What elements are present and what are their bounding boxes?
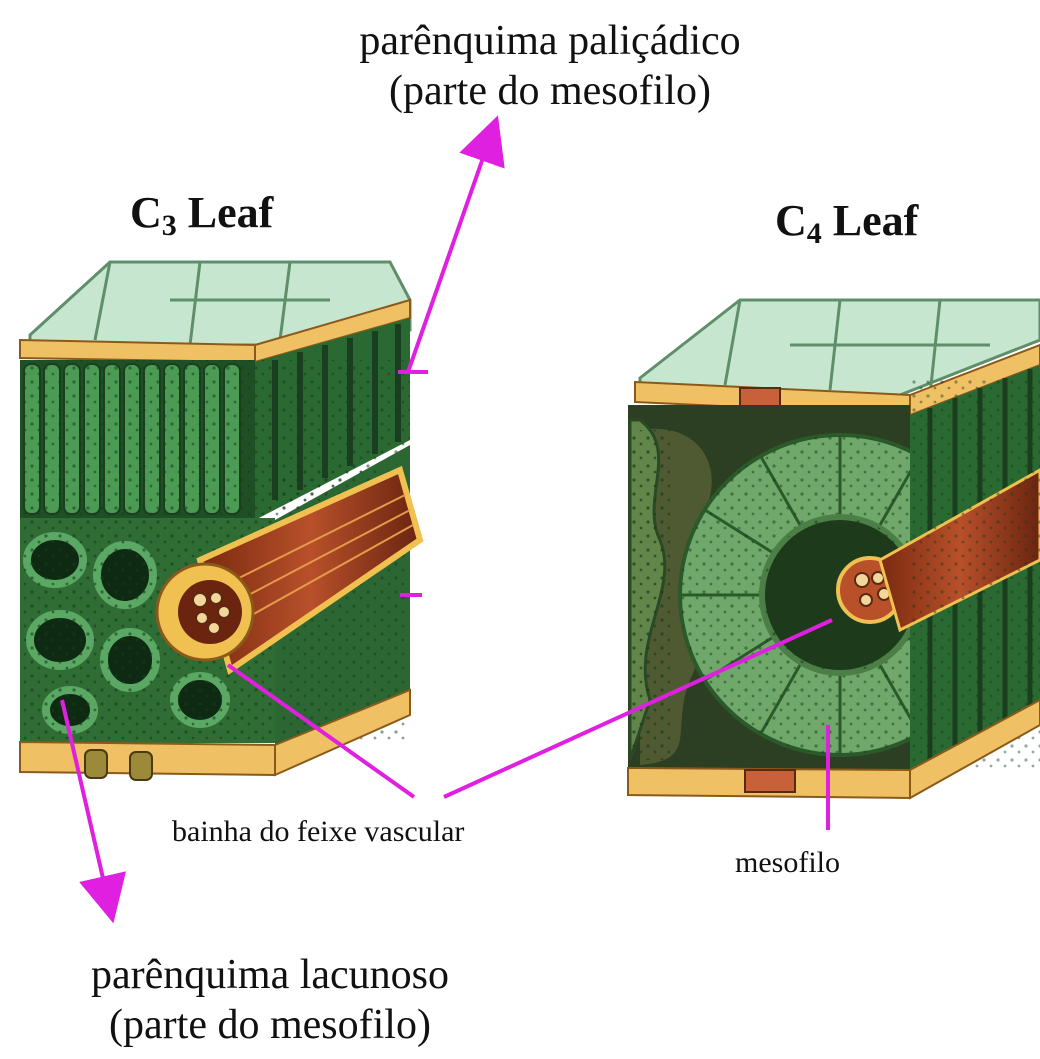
c4-leaf-title: C4 Leaf (775, 196, 918, 259)
c3-title-subscript: 3 (162, 209, 177, 242)
palisade-label-line2: (parte do mesofilo) (300, 66, 800, 116)
palisade-pointer (408, 138, 490, 372)
c3-title-word: Leaf (177, 188, 274, 237)
c4-title-subscript: 4 (807, 217, 822, 250)
spongy-label-line2: (parte do mesofilo) (40, 1000, 500, 1050)
palisade-label: parênquima paliçádico (parte do mesofilo… (300, 16, 800, 116)
bundle-sheath-label: bainha do feixe vascular (172, 815, 464, 849)
mesophyll-label: mesofilo (735, 846, 840, 880)
c4-title-letter: C (775, 196, 807, 245)
c4-leaf-block (628, 300, 1040, 798)
spongy-label: parênquima lacunoso (parte do mesofilo) (40, 950, 500, 1050)
palisade-label-line1: parênquima paliçádico (300, 16, 800, 66)
c3-leaf-title: C3 Leaf (130, 188, 273, 251)
c3-leaf-block (20, 262, 420, 780)
spongy-label-line1: parênquima lacunoso (40, 950, 500, 1000)
c4-title-word: Leaf (822, 196, 919, 245)
c3-title-letter: C (130, 188, 162, 237)
